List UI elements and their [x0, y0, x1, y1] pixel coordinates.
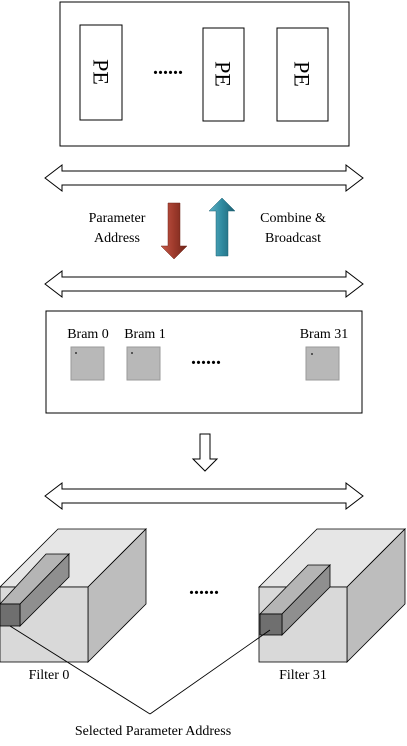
bus-middle	[44, 269, 364, 299]
bram-0-label: Bram 0	[67, 327, 109, 342]
bram-1-dot	[131, 352, 133, 354]
filter-31-label: Filter 31	[279, 668, 327, 683]
parameter-address-label-line1: Parameter	[89, 211, 146, 226]
combine-broadcast-arrow-icon	[208, 197, 236, 257]
filter-31-cube	[258, 528, 406, 663]
pe-cell-1-label: PE	[211, 61, 236, 87]
bram-bank: Bram 0 Bram 1 ...... Bram 31	[45, 310, 363, 414]
filter-0-selected-slice	[0, 603, 21, 627]
pe-ellipsis: ......	[153, 57, 183, 79]
bram-1-block	[126, 346, 161, 381]
pe-cell-0-label: PE	[89, 59, 114, 85]
pe-cell-2-label: PE	[290, 61, 315, 87]
bram-31-dot	[311, 353, 313, 355]
parameter-address-arrow-icon	[160, 202, 188, 260]
bus-top	[44, 163, 364, 193]
combine-broadcast-label-line2: Broadcast	[265, 231, 321, 246]
parameter-address-label-line2: Address	[94, 231, 140, 246]
bram-31-label: Bram 31	[300, 327, 349, 342]
pe-cell-1	[202, 27, 245, 122]
bram-0-block	[70, 346, 105, 381]
filter-31-selected-slice	[259, 613, 283, 636]
bram-0-dot	[75, 352, 77, 354]
pointer-line-filter-0	[9, 625, 151, 715]
filter-0-cube	[0, 528, 147, 663]
pe-cell-0	[79, 24, 123, 121]
filter-ellipsis: ......	[189, 577, 219, 599]
pe-array: PE ...... PE PE	[59, 1, 350, 147]
selected-parameter-address-caption: Selected Parameter Address	[75, 724, 231, 739]
bram-ellipsis: ......	[191, 347, 221, 369]
bus-bottom	[44, 481, 364, 511]
bram-31-block	[305, 346, 340, 381]
combine-broadcast-label-line1: Combine &	[260, 211, 326, 226]
filter-0-label: Filter 0	[29, 668, 70, 683]
pointer-line-filter-31	[149, 629, 271, 715]
down-hollow-arrow-icon	[191, 433, 219, 472]
pe-cell-2	[276, 27, 329, 122]
bram-1-label: Bram 1	[124, 327, 166, 342]
